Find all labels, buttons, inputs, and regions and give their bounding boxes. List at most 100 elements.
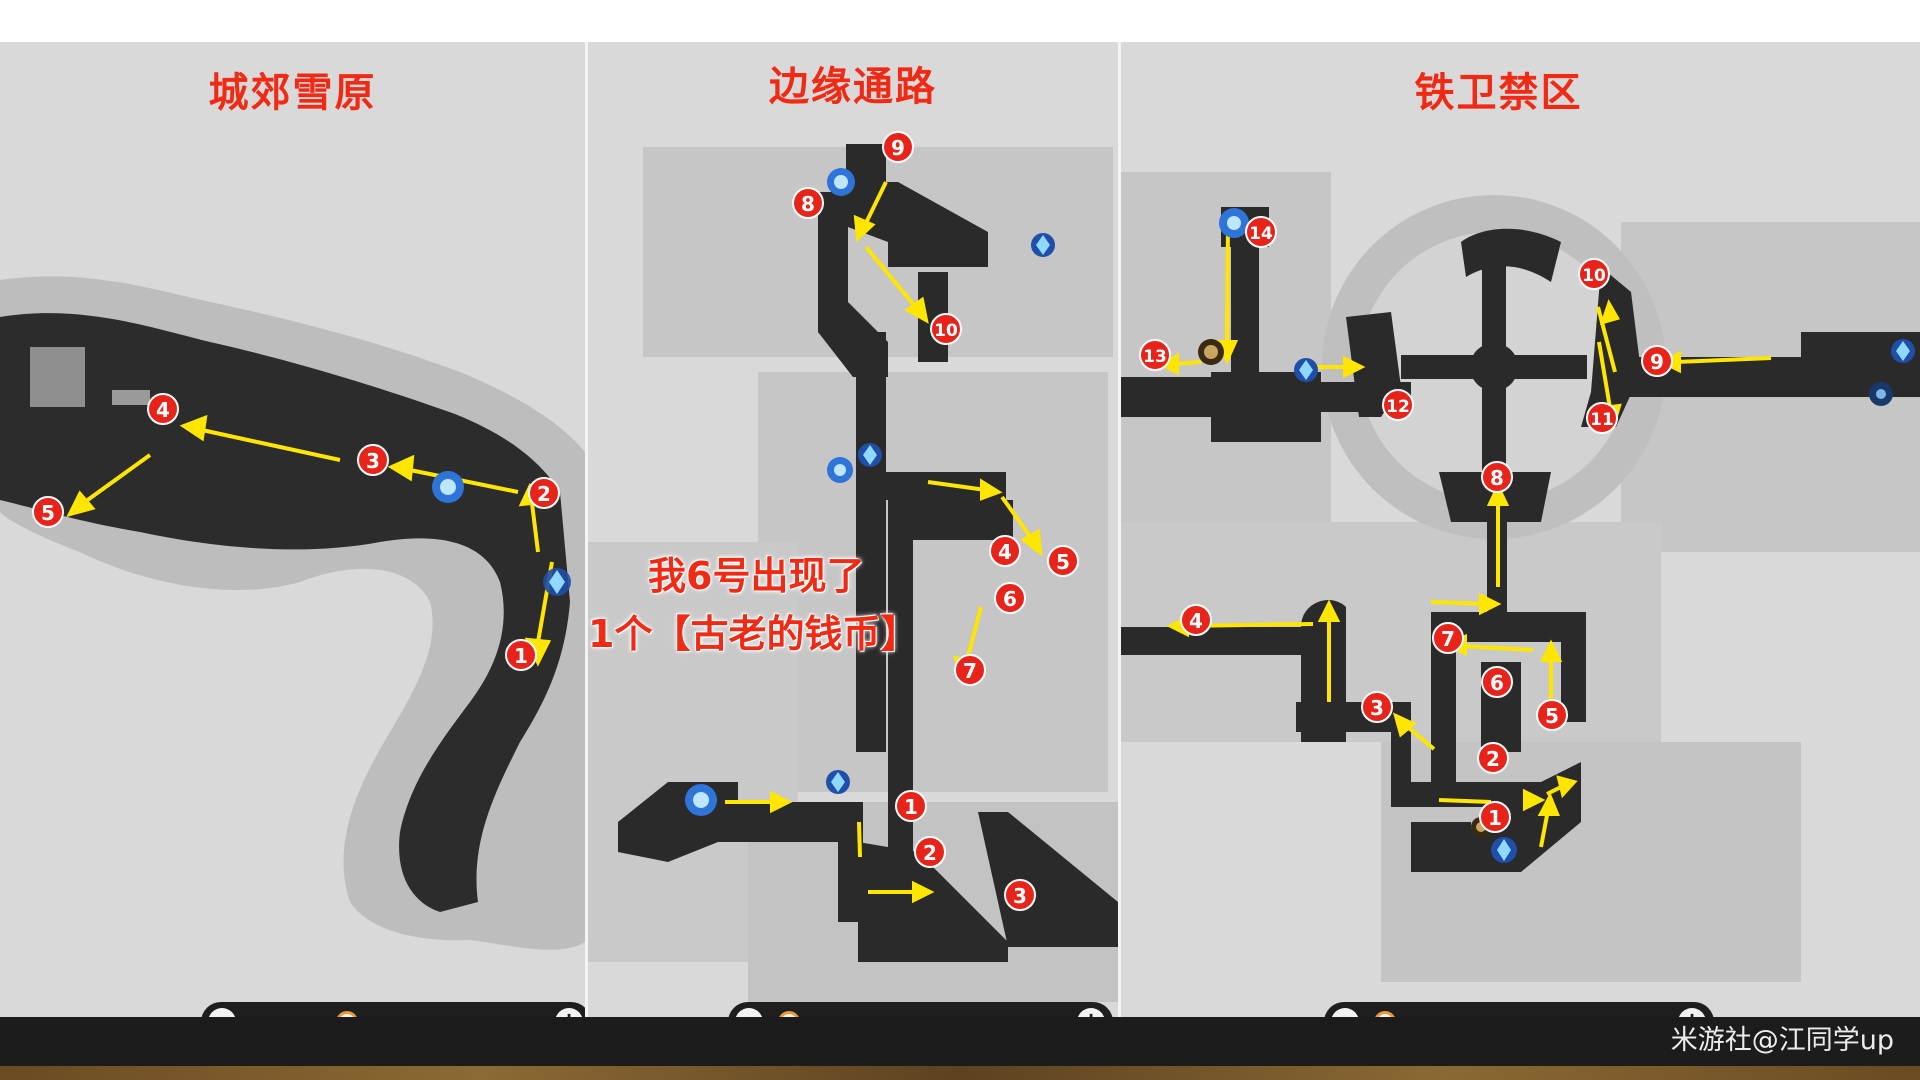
waypoint-label: 3 (1013, 884, 1027, 908)
coin-note-line2: 1个【古老的钱币】 (588, 612, 919, 656)
waypoint-marker-2[interactable]: 2 (1477, 742, 1509, 774)
teleport-icon[interactable] (1031, 233, 1055, 257)
waypoint-label: 10 (1582, 266, 1606, 286)
waypoint-label: 4 (1189, 609, 1203, 633)
waypoint-label: 4 (156, 398, 170, 422)
waypoint-label: 4 (998, 540, 1012, 564)
route-arrows (66, 414, 554, 667)
waypoint-label: 2 (1486, 747, 1500, 771)
waypoint-label: 9 (891, 136, 905, 160)
waypoint-marker-3[interactable]: 3 (357, 444, 389, 476)
waypoint-marker-12[interactable]: 12 (1382, 389, 1414, 421)
teleport-icon[interactable] (1294, 358, 1318, 382)
space-anchor-icon[interactable] (827, 168, 855, 196)
area-title: 城郊雪原 (208, 70, 377, 116)
treasure-chest-icon[interactable] (1198, 339, 1224, 365)
waypoint-marker-8[interactable]: 8 (1481, 461, 1513, 493)
waypoint-marker-13[interactable]: 13 (1139, 339, 1171, 371)
zoom-in-button[interactable]: + (555, 1008, 583, 1017)
waypoint-marker-3[interactable]: 3 (1004, 879, 1036, 911)
waypoint-label: 7 (1441, 627, 1455, 651)
teleport-icon[interactable] (1891, 339, 1915, 363)
zoom-out-button[interactable]: − (208, 1008, 236, 1017)
waypoint-marker-1[interactable]: 1 (895, 790, 927, 822)
waypoint-marker-5[interactable]: 5 (1536, 699, 1568, 731)
waypoint-marker-11[interactable]: 11 (1586, 402, 1618, 434)
waypoint-marker-4[interactable]: 4 (147, 393, 179, 425)
waypoint-label: 6 (1003, 587, 1017, 611)
waypoint-marker-9[interactable]: 9 (1641, 345, 1673, 377)
waypoint-marker-2[interactable]: 2 (528, 477, 560, 509)
waypoint-label: 5 (1545, 704, 1559, 728)
ruin-structure (30, 347, 85, 407)
waypoint-marker-4[interactable]: 4 (1180, 604, 1212, 636)
waypoint-label: 7 (963, 659, 977, 683)
waypoint-marker-7[interactable]: 7 (1432, 622, 1464, 654)
walkable-area (0, 313, 570, 912)
teleport-icon[interactable] (826, 770, 850, 794)
area-title: 铁卫禁区 (1414, 70, 1583, 116)
waypoint-label: 5 (41, 501, 55, 525)
zoom-control: − + (1324, 1002, 1714, 1017)
space-anchor-icon[interactable] (432, 471, 464, 503)
ruin-structure (112, 390, 150, 405)
space-anchor-icon[interactable] (1219, 208, 1249, 238)
area-title: 边缘通路 (769, 64, 937, 110)
watermark: 米游社@江同学up (1670, 1025, 1894, 1056)
waypoint-marker-1[interactable]: 1 (1479, 801, 1511, 833)
route-arrows (1158, 224, 1772, 848)
waypoint-label: 3 (1370, 696, 1384, 720)
waypoint-label: 5 (1056, 550, 1070, 574)
space-anchor-icon[interactable] (685, 784, 717, 816)
teleport-icon[interactable] (543, 568, 571, 596)
waypoint-marker-14[interactable]: 14 (1245, 216, 1277, 248)
waypoint-label: 1 (904, 795, 918, 819)
waypoint-marker-2[interactable]: 2 (914, 836, 946, 868)
waypoint-marker-10[interactable]: 10 (1578, 258, 1610, 290)
waypoint-marker-8[interactable]: 8 (792, 187, 824, 219)
space-anchor-icon[interactable] (1869, 382, 1893, 406)
waypoint-label: 8 (1490, 466, 1504, 490)
waypoint-label: 3 (366, 449, 380, 473)
waypoint-marker-9[interactable]: 9 (882, 131, 914, 163)
teleport-icon[interactable] (1491, 837, 1517, 863)
waypoint-marker-5[interactable]: 5 (1047, 545, 1079, 577)
teleport-icon[interactable] (858, 443, 882, 467)
map-panel-2: 1 2 3 4 5 6 7 8 (588, 42, 1118, 1017)
teleport-icon[interactable] (827, 457, 853, 483)
waypoint-marker-1[interactable]: 1 (505, 639, 537, 671)
waypoint-label: 11 (1590, 410, 1614, 430)
coin-note: 我6号出现了 1个【古老的钱币】 (588, 547, 918, 663)
waypoint-marker-4[interactable]: 4 (989, 535, 1021, 567)
waypoint-label: 14 (1249, 224, 1273, 244)
zoom-in-button[interactable]: + (1678, 1008, 1706, 1017)
waypoint-label: 13 (1143, 347, 1167, 367)
building-block (758, 372, 1108, 792)
map-3-canvas: 1 2 3 4 5 6 7 8 (1121, 172, 1920, 982)
panel-divider (1118, 42, 1121, 1080)
waypoint-label: 2 (537, 482, 551, 506)
waypoint-marker-5[interactable]: 5 (32, 496, 64, 528)
zoom-in-button[interactable]: + (1077, 1008, 1105, 1017)
bottom-decor (0, 1066, 1920, 1080)
waypoint-marker-7[interactable]: 7 (954, 654, 986, 686)
waypoint-label: 6 (1490, 671, 1504, 695)
map-panel-1: 1 2 3 4 5 城郊雪原 − + (0, 42, 585, 1017)
waypoint-label: 10 (934, 321, 958, 341)
waypoint-label: 12 (1386, 397, 1410, 417)
map-2-canvas: 1 2 3 4 5 6 7 8 (588, 131, 1118, 1002)
waypoint-marker-6[interactable]: 6 (1481, 666, 1513, 698)
zoom-control: − + (201, 1002, 585, 1017)
zoom-out-button[interactable]: − (735, 1008, 763, 1017)
coin-note-line1: 我6号出现了 (648, 554, 865, 598)
waypoint-marker-10[interactable]: 10 (930, 313, 962, 345)
waypoint-label: 9 (1650, 350, 1664, 374)
zoom-out-button[interactable]: − (1331, 1008, 1359, 1017)
waypoint-label: 2 (923, 841, 937, 865)
top-strip (0, 0, 1920, 42)
map-panel-3: 1 2 3 4 5 6 7 8 (1121, 42, 1920, 1017)
waypoint-marker-6[interactable]: 6 (994, 582, 1026, 614)
waypoint-label: 1 (514, 644, 528, 668)
panel-divider (585, 42, 588, 1080)
waypoint-marker-3[interactable]: 3 (1361, 691, 1393, 723)
